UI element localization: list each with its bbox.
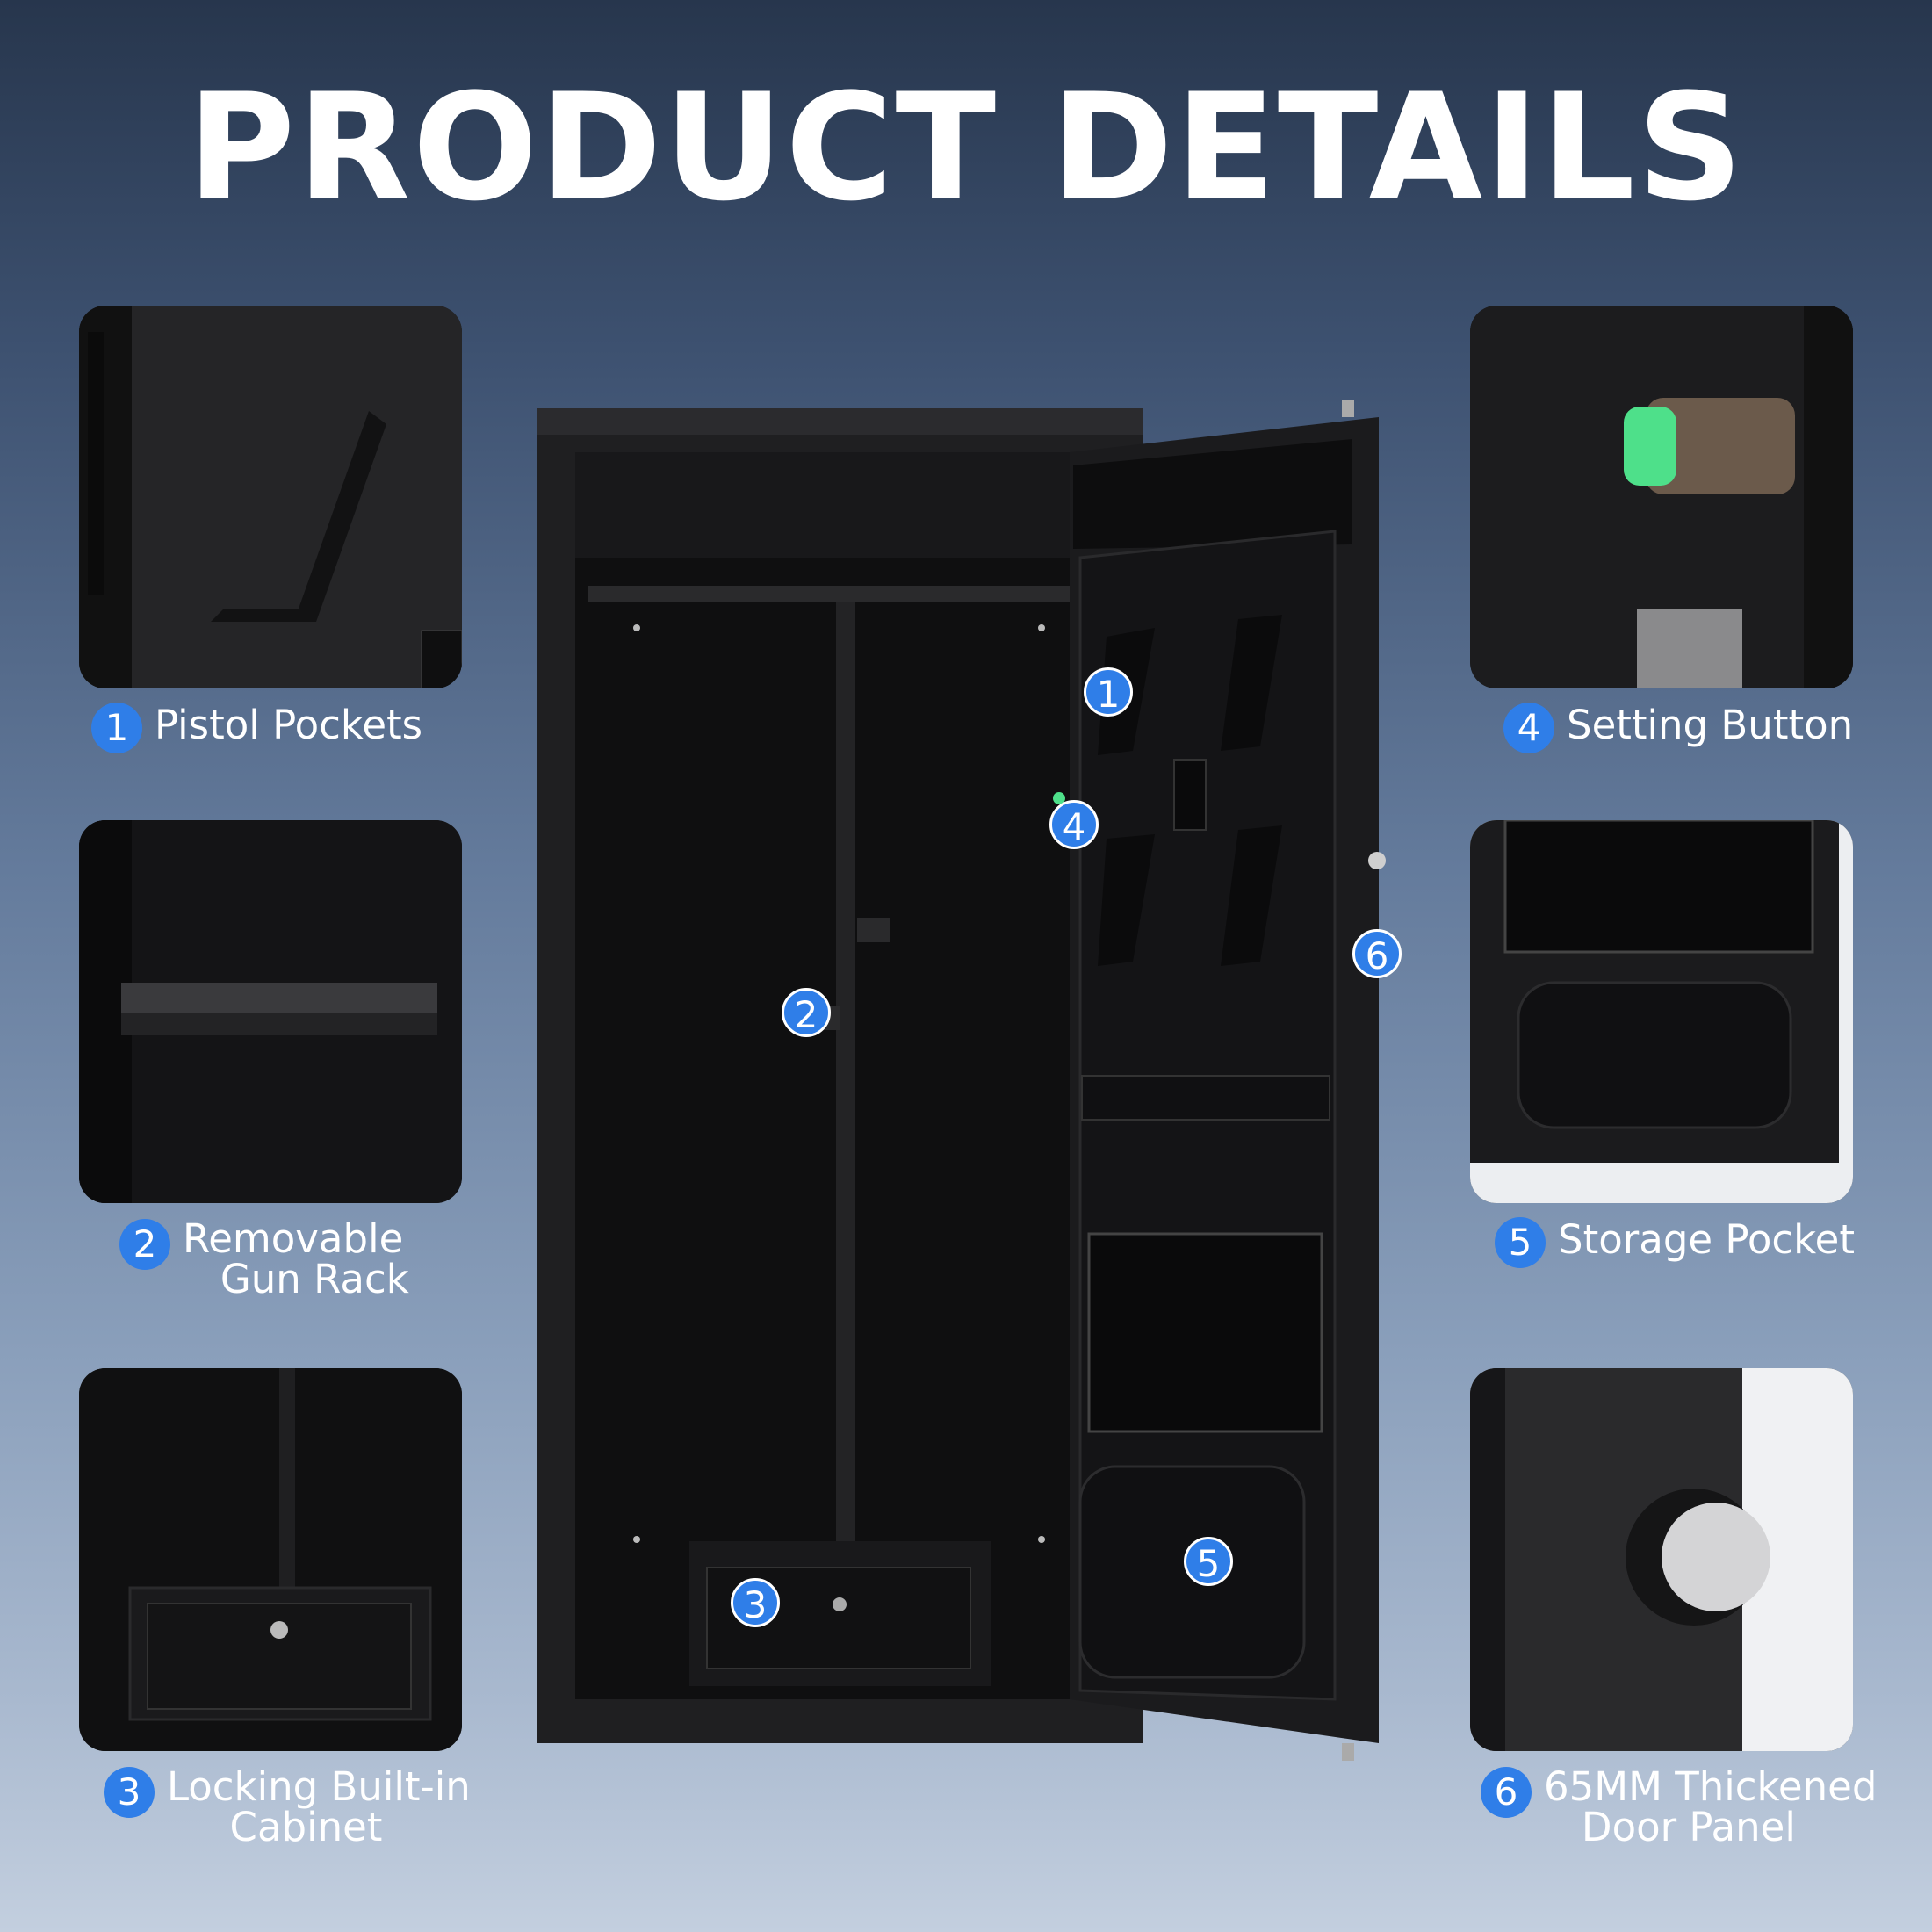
pistol-pockets-image: [79, 306, 462, 688]
page-title: PRODUCT DETAILS: [187, 61, 1745, 234]
marker-5: 5: [1184, 1537, 1233, 1586]
gun-safe-illustration: [537, 400, 1386, 1761]
marker-2: 2: [782, 988, 831, 1037]
marker-6: 6: [1352, 929, 1402, 978]
setting-button-image: [1470, 306, 1853, 688]
marker-1: 1: [1084, 667, 1133, 717]
marker-4: 4: [1049, 800, 1099, 849]
marker-3: 3: [731, 1578, 780, 1627]
cabinet-image: [79, 1368, 462, 1751]
gun-rack-image: [79, 820, 462, 1203]
storage-pocket-image: [1470, 820, 1853, 1203]
door-panel-image: [1470, 1368, 1853, 1751]
